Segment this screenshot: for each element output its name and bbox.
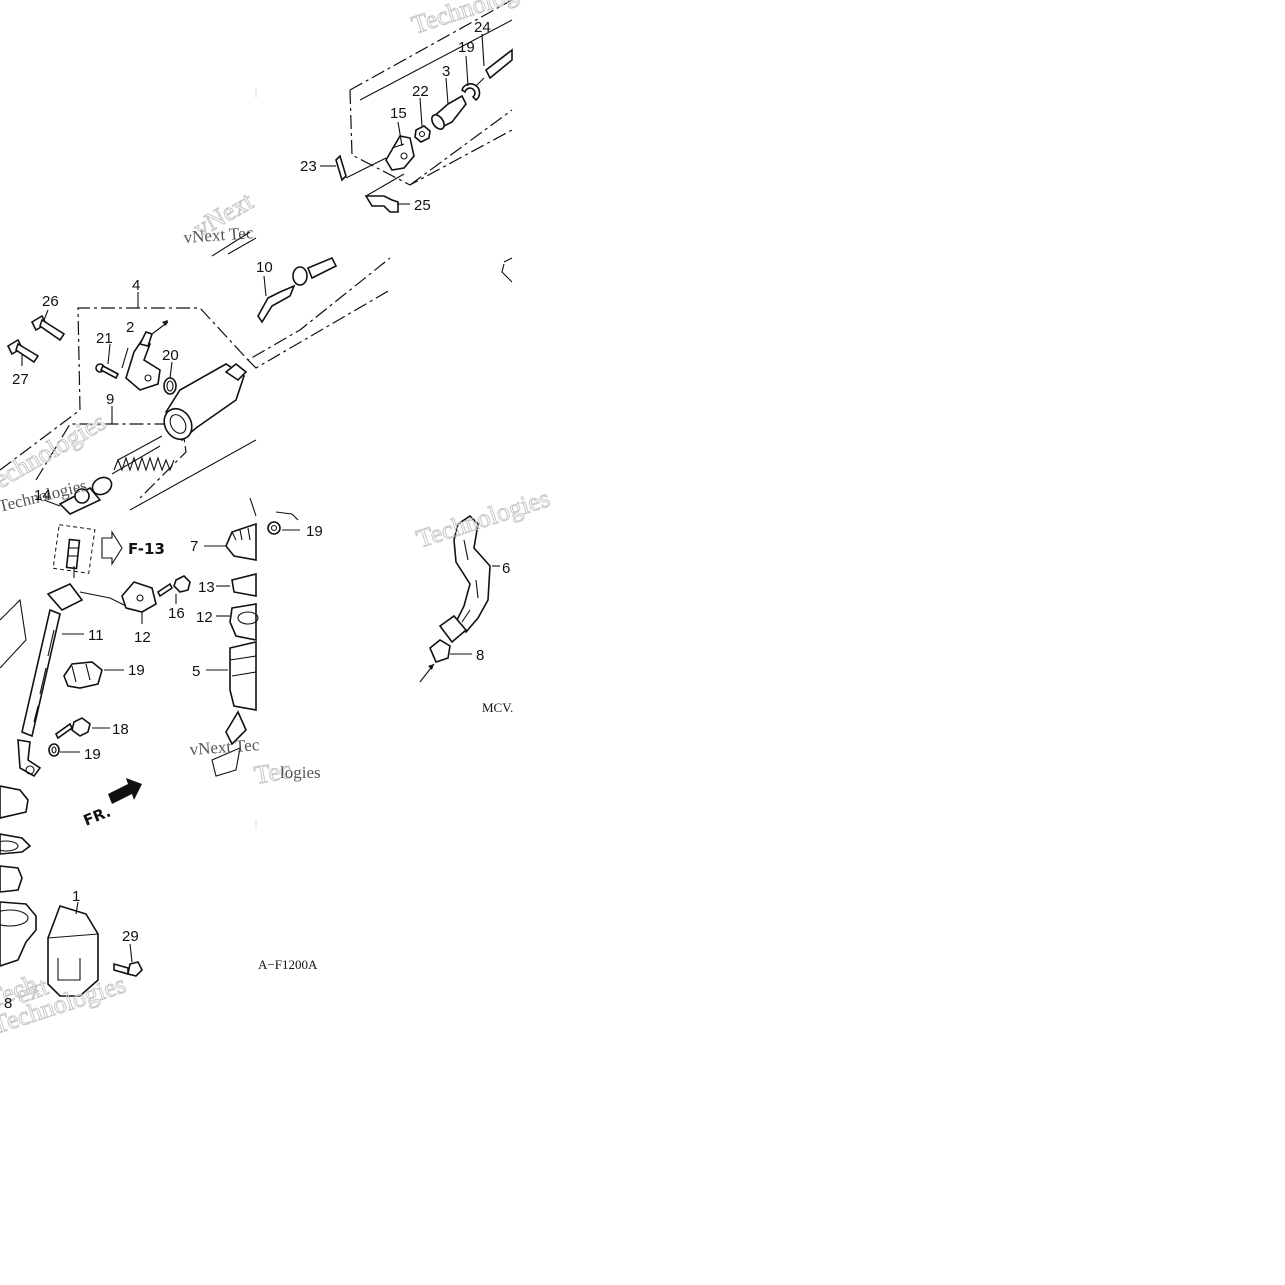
callout-11: 11 [88,627,104,644]
callout-5: 5 [192,663,200,680]
diaphragm-edge [275,511,299,521]
callout-28: 27 [12,371,29,388]
cylinder-outline-2 [247,289,391,369]
callout-16: 15 [390,105,407,122]
tile-edge-hatch [211,231,257,257]
tile-fragment [501,257,513,283]
cotter-pin-part [335,154,347,182]
watermark: vNext Tec [183,223,254,247]
circlip-part [461,83,481,102]
cylinder-outline [0,257,391,471]
bolt-part [6,338,40,364]
callout-19: 19 [306,523,323,540]
screw-part [95,363,120,380]
o-ring-part [163,377,177,395]
callout-17: 16 [168,605,185,622]
plate-part [231,572,257,597]
callout-21: 19 [128,662,145,679]
master-cylinder-tile: vNext vNext Tec Technologies Technologie… [0,185,391,516]
sealing-washer-part [48,743,60,757]
svg-text:FR.: FR. [81,803,114,830]
push-rod-part [475,48,513,87]
hose-fitting-part [65,538,81,570]
watermark: vNext Tec [189,735,260,759]
hose-joint-part [125,320,169,391]
callout-8: 8 [4,995,12,1012]
clevis-pin-part [364,195,399,213]
pin-guide-lines [345,157,405,197]
callout-28: 26 [42,293,59,310]
screw-part [113,961,143,977]
washer-part [267,521,281,535]
page-reference: F-13 [128,540,165,558]
callout-25: 23 [300,158,317,175]
drawing-code: A−F1200A [258,957,318,972]
callout-7: 7 [190,538,198,555]
watermark: logies [280,763,321,782]
piston-part [58,486,102,515]
reservoir-hose-part [438,514,491,644]
detail-inner-line [359,19,513,101]
callout-3: 3 [442,63,450,80]
watermark: Tec [252,755,294,790]
reservoir-stack-tile: vNext Tec Tec logies [189,497,321,790]
reservoir-cap-part [0,785,32,893]
cylinder-base-line [129,439,257,511]
hose-clip-part [63,661,103,689]
callout-29: 29 [122,928,139,945]
reference-arrow [101,530,123,566]
hose-clip-leader [79,591,127,607]
callout-10: 10 [256,259,273,276]
callout-15: 14 [34,487,51,504]
callout-6: 6 [502,560,510,577]
model-reference: MCV. [482,700,513,715]
brake-hose-part [17,566,84,778]
callout-19: 19 [84,746,101,763]
bolt-part [30,314,66,342]
callout-18: 18 [112,721,129,738]
callout-4: 4 [132,277,140,294]
bolt-part [156,575,191,598]
callout-23: 21 [96,330,113,347]
reservoir-body-part [0,901,37,967]
callout-8: 8 [476,647,484,664]
callout-2: 2 [126,319,134,336]
detail-outline [349,0,513,186]
reservoir-edge [0,598,27,669]
hose-clamp-part [121,581,157,613]
callout-27: 25 [414,197,431,214]
diaphragm-part [229,603,259,641]
clevis-part [385,135,415,171]
callout-22: 20 [162,347,179,364]
callout-9: 9 [106,391,114,408]
watermark: Technologies [413,483,553,553]
callout-24: 22 [412,83,429,100]
push-rod-assy-part [257,256,338,324]
hose-bolt-part [54,717,91,740]
fitting-bracket [52,524,96,574]
reservoir-part [225,640,257,746]
brake-hose-tile: F-13 [0,524,191,1040]
callout-26: 24 [474,19,491,36]
front-arrow: FR. [81,778,142,830]
callout-13: 12 [196,609,213,626]
callout-14: 13 [198,579,215,596]
hose-clip-part [429,639,451,663]
reservoir-cover-part [47,905,99,997]
callout-1: 1 [72,888,80,905]
cap-part [225,522,257,561]
callout-12: 12 [134,629,151,646]
nut-part [414,125,431,143]
reservoir-hose-end [211,747,241,777]
clevis-detail-tile: Technologies [320,0,549,213]
spring-part [111,435,175,475]
cylinder-body-part [163,362,248,442]
callout-20: 19 [458,39,475,56]
